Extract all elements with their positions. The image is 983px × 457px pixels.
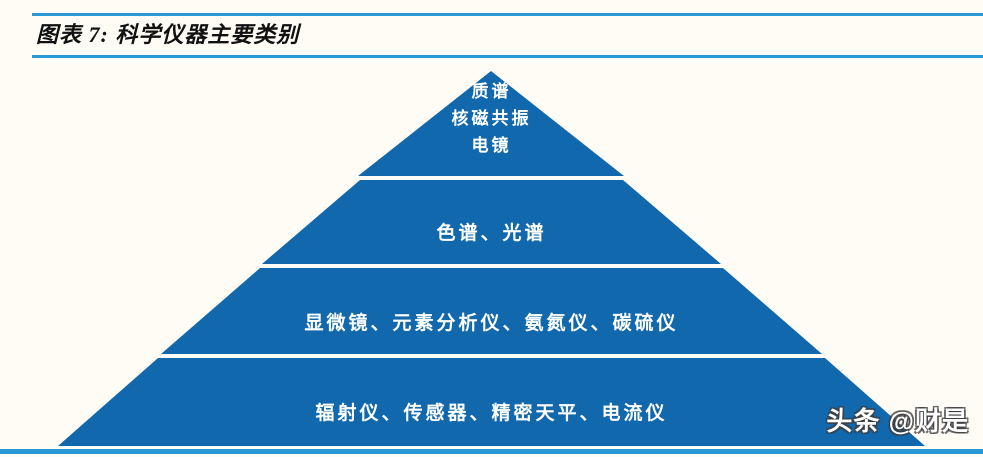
header-rule-top — [32, 13, 983, 16]
pyramid-tier-2-shape — [262, 180, 721, 264]
pyramid-tier-1-shape — [358, 71, 624, 176]
pyramid-tier-3-shape — [161, 268, 822, 354]
pyramid-shape — [58, 71, 925, 446]
header-rule-bottom — [32, 55, 983, 58]
footer-rule — [0, 449, 983, 454]
page-title: 图表 7: 科学仪器主要类别 — [36, 22, 300, 47]
pyramid-chart: 质谱 核磁共振 电镜 色谱、光谱 显微镜、元素分析仪、氨氮仪、碳硫仪 辐射仪、传… — [0, 58, 983, 457]
pyramid-tier-4-shape — [58, 358, 925, 446]
figure-header: 图表 7: 科学仪器主要类别 — [0, 0, 983, 58]
